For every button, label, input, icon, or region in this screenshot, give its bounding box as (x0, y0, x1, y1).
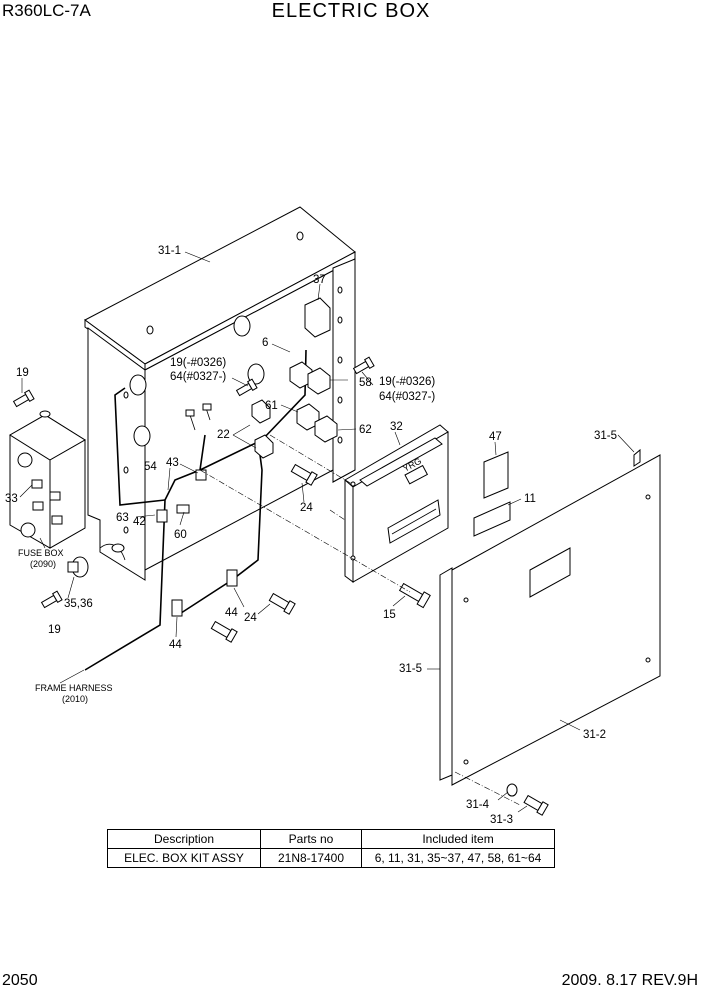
box-right-flange (332, 258, 356, 483)
box-left-flange (87, 327, 146, 581)
label-fuse-box: FUSE BOX (18, 548, 64, 558)
relays (156, 297, 338, 617)
label-33: 33 (5, 493, 18, 505)
label-35-36: 35,36 (64, 598, 93, 610)
box-housing (84, 206, 356, 581)
label-60: 60 (174, 529, 187, 541)
cover-31-2 (439, 448, 661, 786)
cell-included-item: 6, 11, 31, 35~37, 47, 58, 61~64 (361, 848, 555, 868)
label-31-5-mid: 31-5 (399, 663, 422, 675)
label-63: 63 (116, 512, 129, 524)
label-58: 58 (359, 377, 372, 389)
label-42: 42 (133, 516, 146, 528)
label-43: 43 (166, 457, 179, 469)
page-title: ELECTRIC BOX (271, 0, 431, 22)
column-header-included-item: Included item (361, 829, 555, 849)
label-24-upper: 24 (300, 502, 313, 514)
part-37-unit (304, 297, 331, 338)
label-frame-harness-ref: (2010) (62, 694, 88, 704)
label-44-right: 44 (225, 607, 238, 619)
label-frame-harness: FRAME HARNESS (35, 683, 113, 693)
label-31-4: 31-4 (466, 799, 490, 811)
wiring-harness (84, 349, 307, 671)
label-31-2: 31-2 (583, 729, 606, 741)
decal-11 (473, 501, 511, 537)
label-6: 6 (262, 337, 268, 349)
label-15: 15 (383, 609, 396, 621)
label-24-lower: 24 (244, 612, 257, 624)
fuse-box (9, 410, 86, 549)
label-31-5-top: 31-5 (594, 430, 617, 442)
kit-table: Description Parts no Included item ELEC.… (107, 829, 555, 868)
controller-32: YRG (344, 424, 449, 583)
cell-description: ELEC. BOX KIT ASSY (107, 848, 261, 868)
column-header-parts-no: Parts no (260, 829, 362, 849)
label-32: 32 (390, 421, 403, 433)
label-11: 11 (524, 493, 536, 505)
table-row: ELEC. BOX KIT ASSY 21N8-17400 6, 11, 31,… (107, 848, 555, 868)
label-19-note-a: 19(-#0326) (170, 357, 226, 369)
seal-31-5 (439, 567, 453, 781)
label-61: 61 (265, 400, 278, 412)
table-header-row: Description Parts no Included item (107, 829, 555, 849)
model-code: R360LC-7A (2, 1, 91, 20)
label-54: 54 (144, 461, 157, 473)
label-31-3: 31-3 (490, 814, 513, 826)
part-35-36-switch (67, 556, 89, 578)
label-19-note-b: 19(-#0326) (379, 376, 435, 388)
label-19-top: 19 (16, 367, 29, 379)
leader-lines (19, 251, 635, 813)
label-fuse-box-ref: (2090) (30, 559, 56, 569)
revision-date: 2009. 8.17 REV.9H (561, 972, 698, 989)
label-31-1: 31-1 (158, 245, 181, 257)
label-19-bottom: 19 (48, 624, 61, 636)
label-44-bottom: 44 (169, 639, 182, 651)
washer-31-4 (506, 783, 518, 797)
page-number: 2050 (2, 972, 38, 989)
label-22: 22 (217, 429, 230, 441)
column-header-description: Description (107, 829, 261, 849)
decal-47 (483, 451, 509, 499)
label-62: 62 (359, 424, 372, 436)
label-64-note-a: 64(#0327-) (170, 371, 226, 383)
label-47: 47 (489, 431, 502, 443)
label-37: 37 (313, 274, 326, 286)
cell-parts-no: 21N8-17400 (260, 848, 362, 868)
part-labels: 31-1 37 6 19(-#0326) 64(#0327-) 58 19(-#… (5, 245, 617, 826)
label-64-note-b: 64(#0327-) (379, 391, 435, 403)
bolts (12, 356, 549, 816)
